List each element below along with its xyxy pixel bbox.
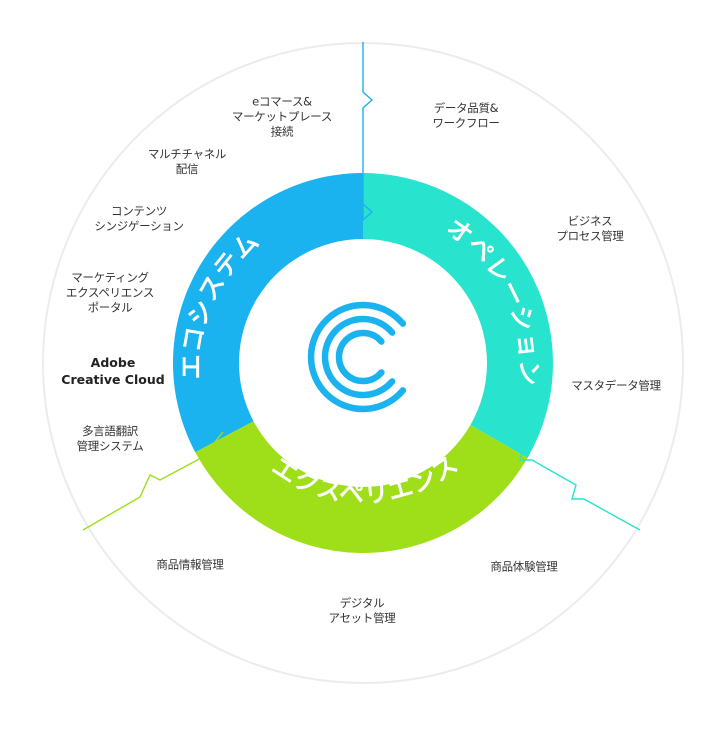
label-translation: 多言語翻訳管理システム (76, 424, 144, 453)
label-pxm: 商品体験管理 (490, 559, 558, 574)
experience-segment (195, 421, 528, 554)
label-mdm: マスタデータ管理 (571, 378, 661, 393)
label-pim: 商品情報管理 (156, 557, 224, 572)
divider-line-right (502, 431, 641, 531)
label-data-quality: データ品質&ワークフロー (432, 101, 500, 130)
label-experience-portal: マーケティングエクスペリエンスポータル (65, 270, 155, 315)
c-logo-icon (307, 301, 407, 413)
label-multichannel: マルチチャネル配信 (147, 147, 227, 176)
divider-line-left (82, 431, 224, 531)
label-ec-marketplace: eコマース&マーケットプレース接続 (231, 94, 333, 139)
label-content-syndication: コンテンツシンジゲーション (94, 204, 184, 233)
ecosystem-segment (173, 173, 363, 453)
operation-segment (363, 173, 553, 458)
label-bpm: ビジネスプロセス管理 (556, 214, 624, 243)
divider-line-top (362, 42, 374, 222)
label-dam: デジタルアセット管理 (328, 596, 396, 625)
